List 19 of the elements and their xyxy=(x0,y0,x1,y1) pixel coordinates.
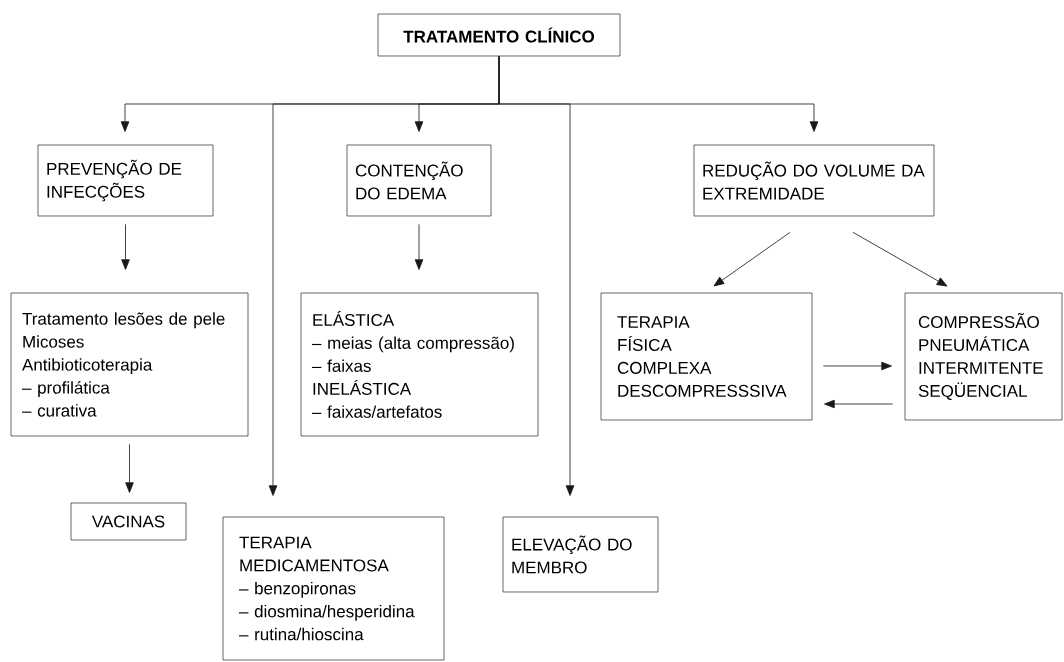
arrow xyxy=(822,361,892,371)
arrow xyxy=(824,399,894,409)
process-box: TERAPIA FÍSICA COMPLEXA DESCOMPRESSSIVA xyxy=(600,292,813,421)
process-box: PREVENÇÃO DE INFECÇÕES xyxy=(37,144,214,217)
arrow xyxy=(125,443,134,493)
process-box: CONTENÇÃO DO EDEMA xyxy=(346,144,492,217)
process-box: COMPRESSÃO PNEUMÁTICA INTERMITENTE SEQÜENCIAL xyxy=(904,292,1063,421)
process-box: VACINAS xyxy=(70,502,187,541)
process-box: TERAPIA MEDICAMENTOSA – benzopironas – diosmina/hesperidina – rutina/hioscina xyxy=(222,516,445,661)
process-box: ELÁSTICA – meias (alta compressão) – faixas INELÁSTICA – faixas/artefatos xyxy=(300,292,539,437)
arrow xyxy=(121,223,130,270)
process-box: ELEVAÇÃO DO MEMBRO xyxy=(502,516,659,593)
process-box: TRATAMENTO CLÍNICO xyxy=(377,13,621,57)
arrow xyxy=(414,223,424,270)
process-box: Tratamento lesões de pele Micoses Antibioticoterapia – profilática – curativa xyxy=(10,292,249,437)
process-box: REDUÇÃO DO VOLUME DA EXTREMIDADE xyxy=(693,144,935,217)
arrow xyxy=(498,55,819,132)
arrow xyxy=(852,231,948,287)
arrow xyxy=(713,231,791,287)
